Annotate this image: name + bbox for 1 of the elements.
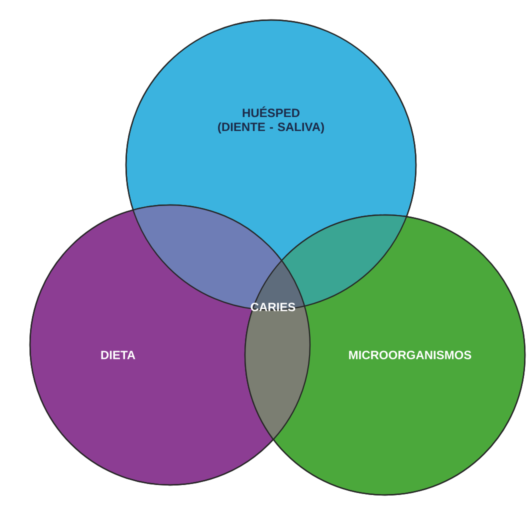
center-label: CARIES (250, 302, 296, 312)
